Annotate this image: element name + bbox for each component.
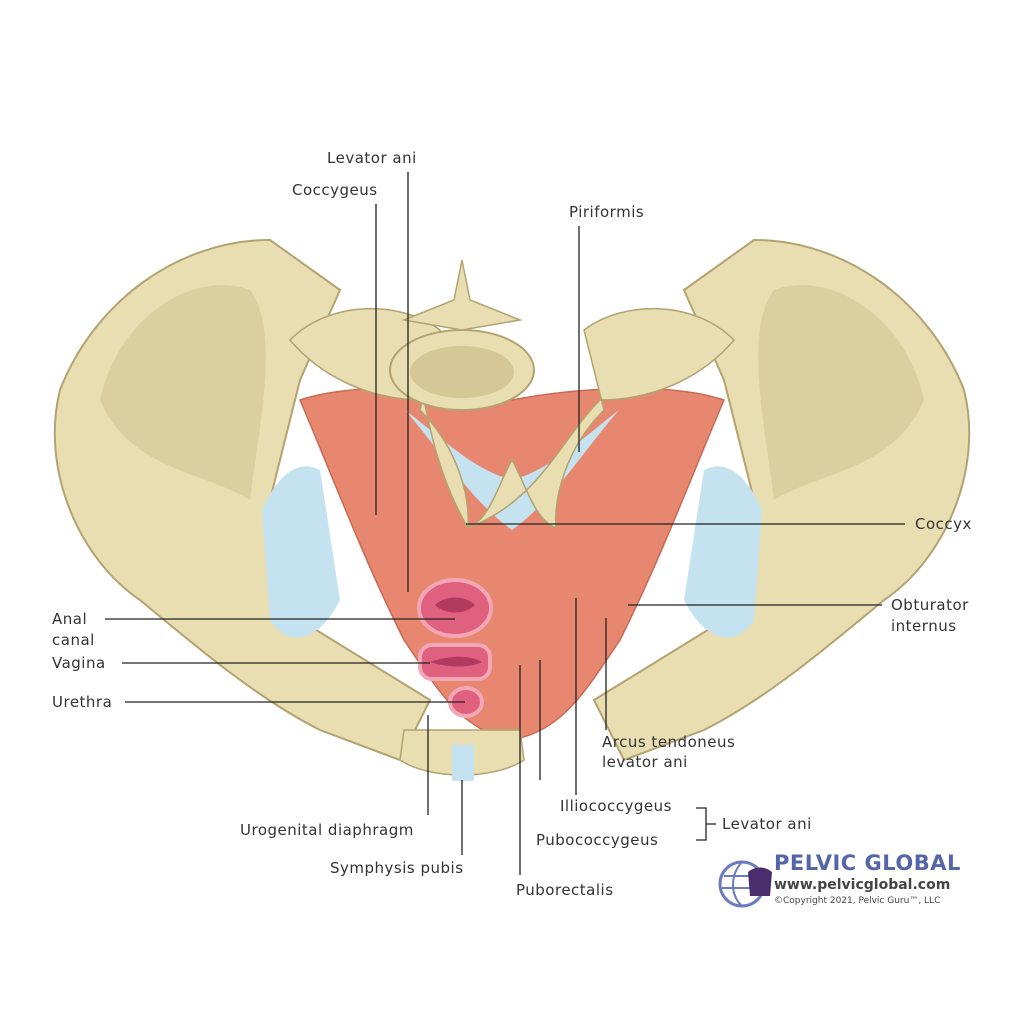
label-anal-canal-2: canal xyxy=(52,631,95,649)
pelvic-floor-muscles xyxy=(298,387,726,741)
label-urogenital-diaphragm: Urogenital diaphragm xyxy=(240,821,414,839)
label-levator-ani: Levator ani xyxy=(327,149,417,167)
logo-copyright: ©Copyright 2021, Pelvic Guru™, LLC xyxy=(774,896,941,906)
label-puborectalis: Puborectalis xyxy=(516,881,614,899)
leader-lines xyxy=(105,172,905,875)
symphysis-pubis-shape xyxy=(452,745,474,781)
label-urethra: Urethra xyxy=(52,693,113,711)
label-levator-ani-group: Levator ani xyxy=(722,815,812,833)
pelvic-global-logo-mark xyxy=(718,860,772,908)
label-symphysis-pubis: Symphysis pubis xyxy=(330,859,464,877)
label-pubococcygeus: Pubococcygeus xyxy=(536,831,659,849)
logo-url: www.pelvicglobal.com xyxy=(774,877,951,893)
label-piriformis: Piriformis xyxy=(569,203,645,221)
label-arcus-tendoneus-2: levator ani xyxy=(602,753,688,771)
pelvic-global-logo: PELVIC GLOBAL www.pelvicglobal.com ©Copy… xyxy=(718,852,968,916)
logo-title: PELVIC GLOBAL xyxy=(774,851,961,875)
label-arcus-tendoneus-1: Arcus tendoneus xyxy=(602,733,736,751)
label-coccygeus: Coccygeus xyxy=(292,181,378,199)
label-obturator-internus-1: Obturator xyxy=(891,596,969,614)
label-obturator-internus-2: internus xyxy=(891,617,957,635)
label-vagina: Vagina xyxy=(52,654,106,672)
label-coccyx: Coccyx xyxy=(915,515,972,533)
label-illiococcygeus: Illiococcygeus xyxy=(560,797,672,815)
label-anal-canal-1: Anal xyxy=(52,610,88,628)
